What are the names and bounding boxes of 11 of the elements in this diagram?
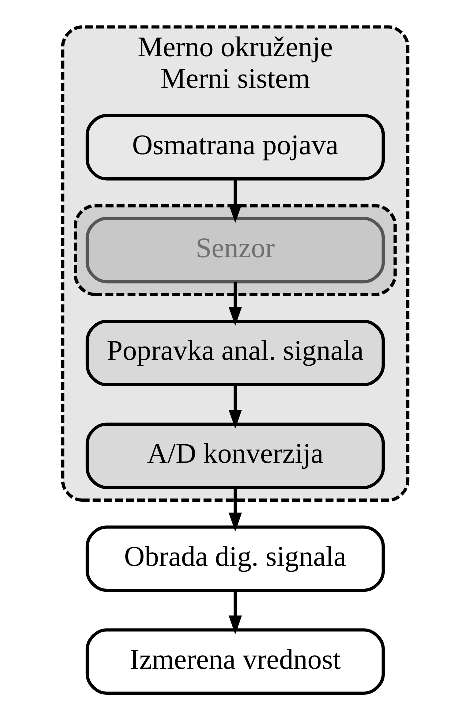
arrow: [228, 488, 242, 532]
arrow: [228, 282, 242, 326]
node-box: Obrada dig. signala: [85, 526, 385, 592]
arrow: [228, 180, 242, 224]
node-box: Izmerena vrednost: [85, 628, 385, 696]
arrow: [228, 590, 242, 635]
node-box: Senzor: [85, 217, 385, 284]
node-box: Osmatrana pojava: [85, 114, 385, 181]
node-box: Popravka anal. signala: [85, 320, 385, 386]
arrow: [228, 385, 242, 430]
node-box: A/D konverzija: [85, 422, 385, 490]
